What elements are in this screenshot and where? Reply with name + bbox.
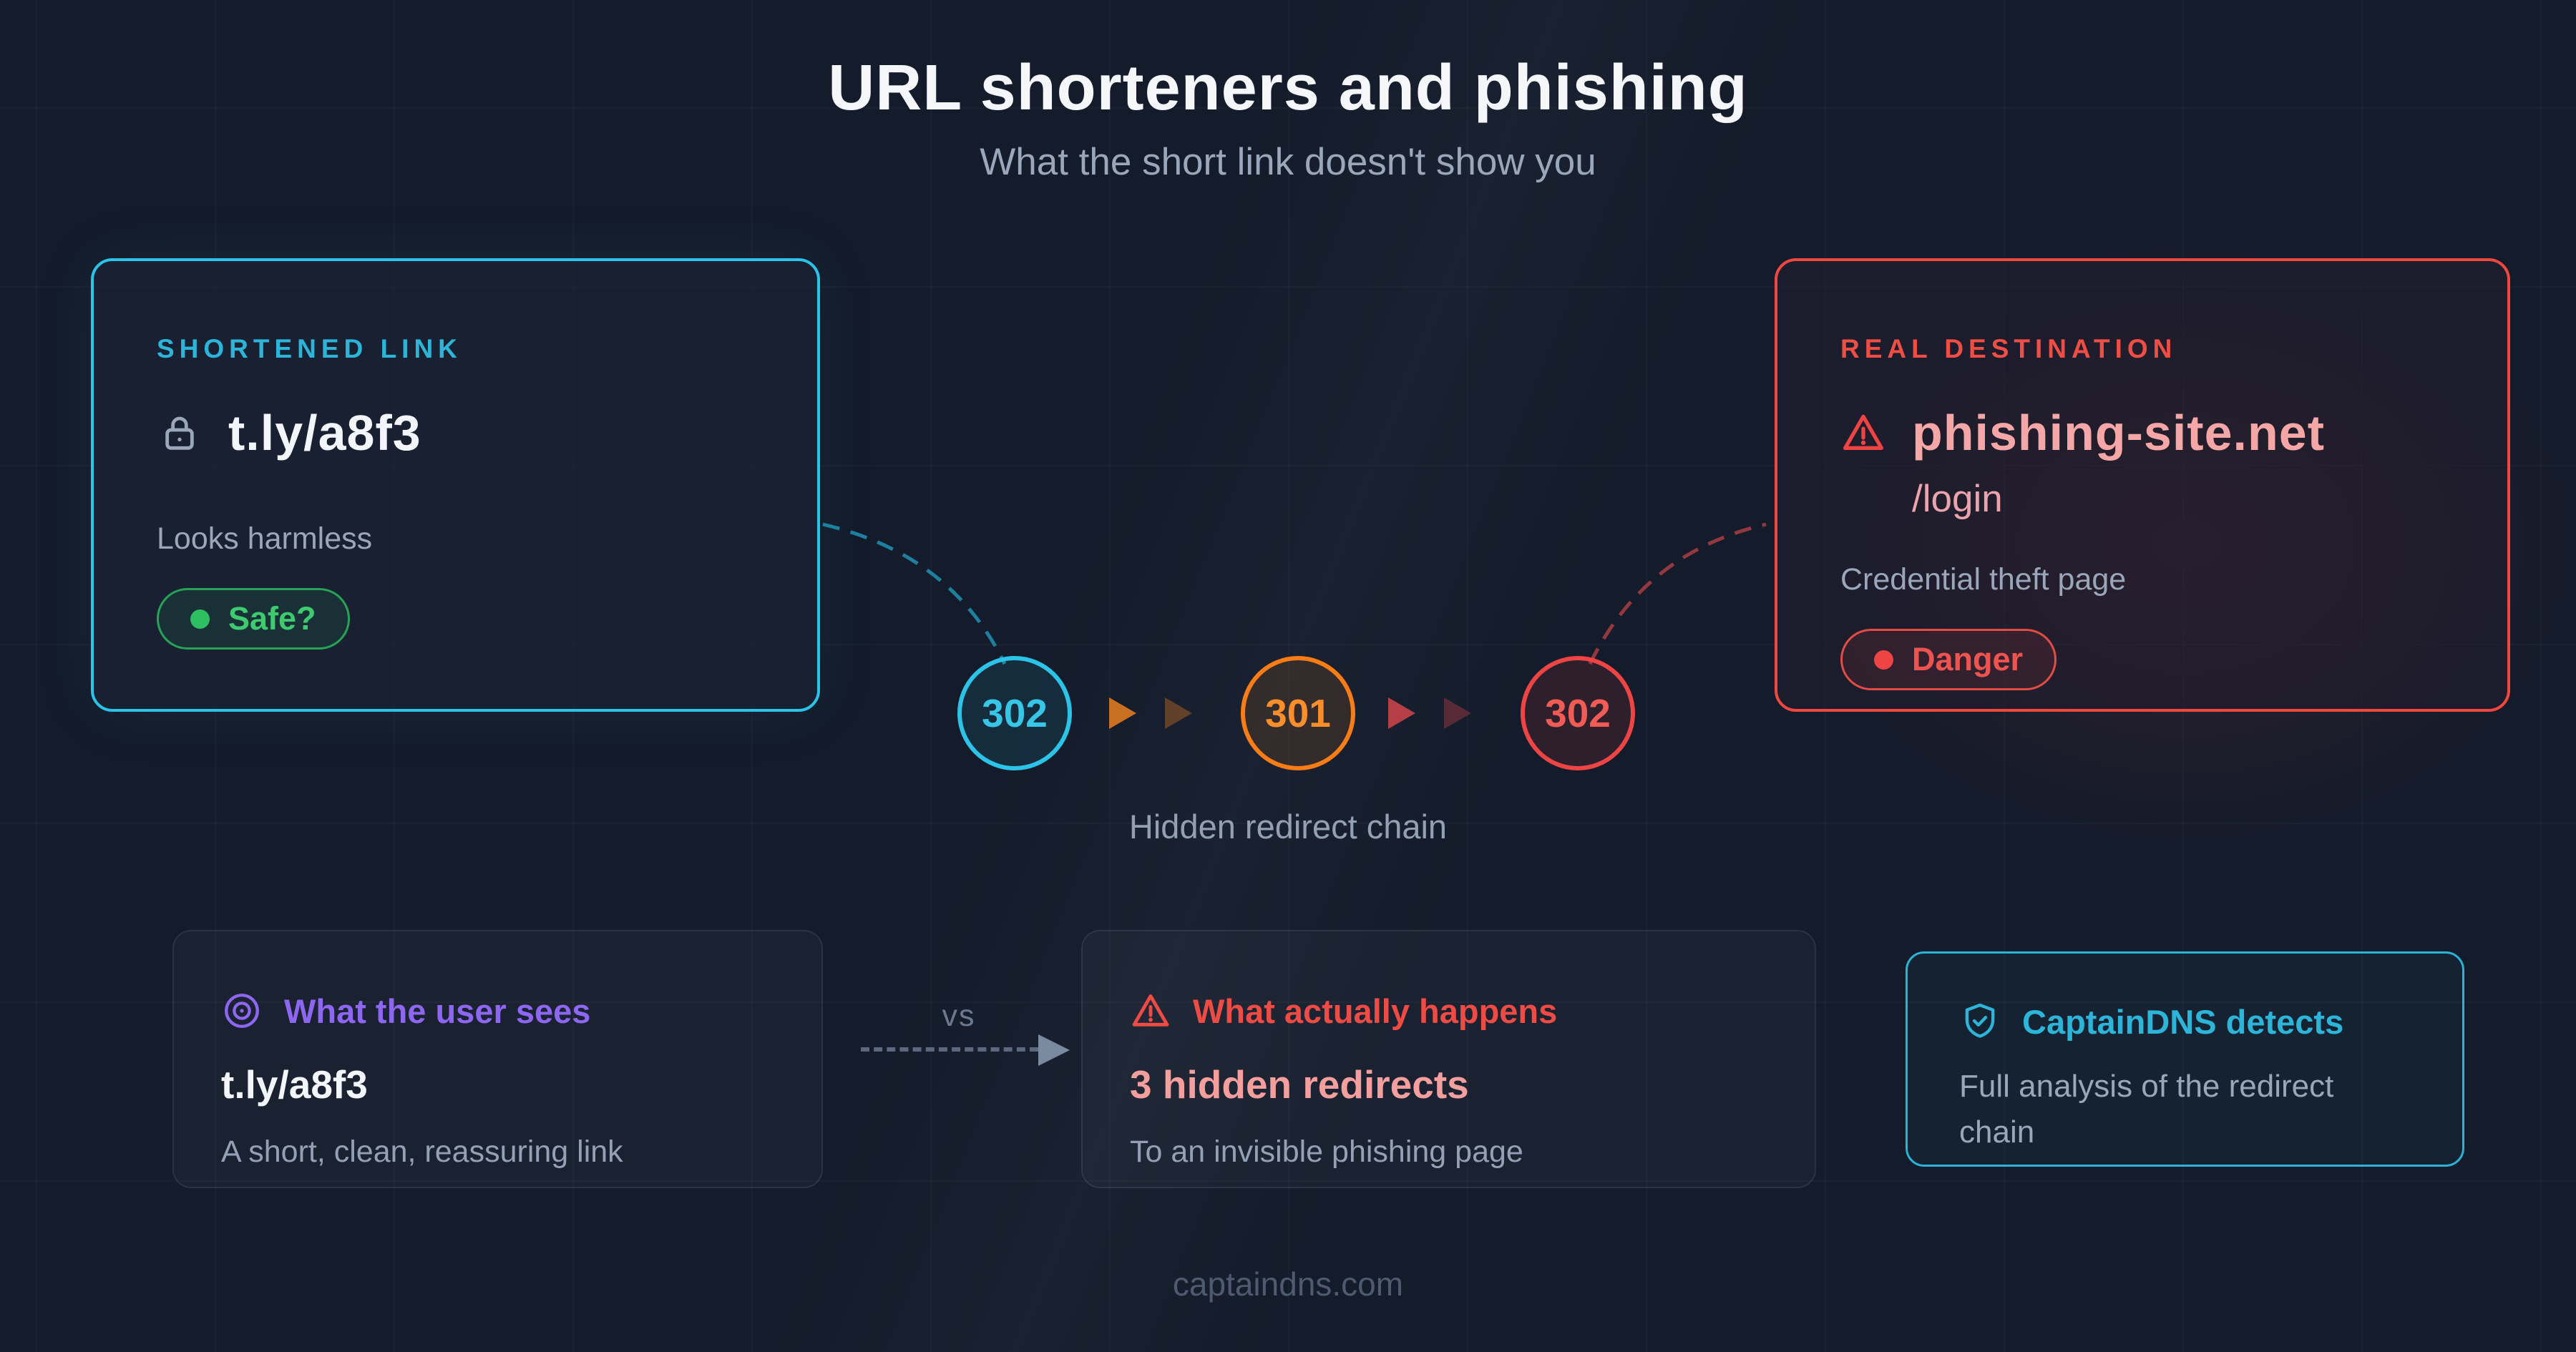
safe-dot-icon [190,609,210,629]
hidden-redirects-count: 3 hidden redirects [1130,1062,1469,1107]
redirect-arrow-icon [1165,697,1192,729]
actually-happens-card: What actually happens 3 hidden redirects… [1081,930,1816,1188]
footer-domain: captaindns.com [1172,1265,1404,1303]
warning-triangle-icon [1840,410,1886,456]
user-sees-url: t.ly/a8f3 [221,1062,368,1107]
captaindns-detects-title: CaptainDNS detects [2022,1002,2344,1041]
redirect-node-301: 301 [1241,656,1355,770]
warning-triangle-icon [1130,990,1171,1032]
user-sees-desc: A short, clean, reassuring link [221,1135,623,1169]
connector-left-dashed [822,522,1007,665]
page-title: URL shorteners and phishing [828,52,1748,124]
destination-domain: phishing-site.net [1912,405,2325,461]
safe-badge: Safe? [157,588,350,650]
danger-badge: Danger [1840,629,2057,690]
redirect-arrow-icon [1444,697,1471,729]
actually-happens-desc: To an invisible phishing page [1130,1135,1523,1169]
redirect-arrow-icon [1109,697,1136,729]
captaindns-detects-card: CaptainDNS detects Full analysis of the … [1906,951,2464,1167]
vs-label: vs [942,999,976,1033]
redirect-node-302-second: 302 [1521,656,1635,770]
eye-target-icon [221,990,263,1032]
destination-path: /login [1912,478,2003,520]
danger-dot-icon [1874,650,1893,670]
vs-arrowhead-icon [1038,1034,1070,1066]
actually-happens-title: What actually happens [1193,991,1558,1030]
shortened-link-label: SHORTENED LINK [157,334,462,363]
real-destination-label: REAL DESTINATION [1840,334,2177,363]
shortened-note: Looks harmless [157,521,373,556]
connector-right-dashed [1588,522,1767,665]
page-subtitle: What the short link doesn't show you [980,141,1596,183]
destination-note: Credential theft page [1840,562,2127,597]
vs-dashed-arrow [861,1047,1038,1052]
user-sees-card: What the user sees t.ly/a8f3 A short, cl… [172,930,823,1188]
redirect-arrow-icon [1388,697,1415,729]
safe-badge-label: Safe? [228,600,316,637]
redirect-chain-caption: Hidden redirect chain [1128,808,1448,846]
lock-icon [157,410,203,456]
user-sees-title: What the user sees [284,991,591,1030]
real-destination-card: REAL DESTINATION phishing-site.net /logi… [1775,258,2510,712]
shield-check-icon [1959,1001,2001,1042]
shortened-link-card: SHORTENED LINK t.ly/a8f3 Looks harmless … [91,258,820,712]
redirect-node-302-first: 302 [957,656,1072,770]
captaindns-detects-desc: Full analysis of the redirect chain [1959,1069,2334,1150]
shortened-url: t.ly/a8f3 [228,405,421,461]
danger-badge-label: Danger [1912,641,2024,677]
